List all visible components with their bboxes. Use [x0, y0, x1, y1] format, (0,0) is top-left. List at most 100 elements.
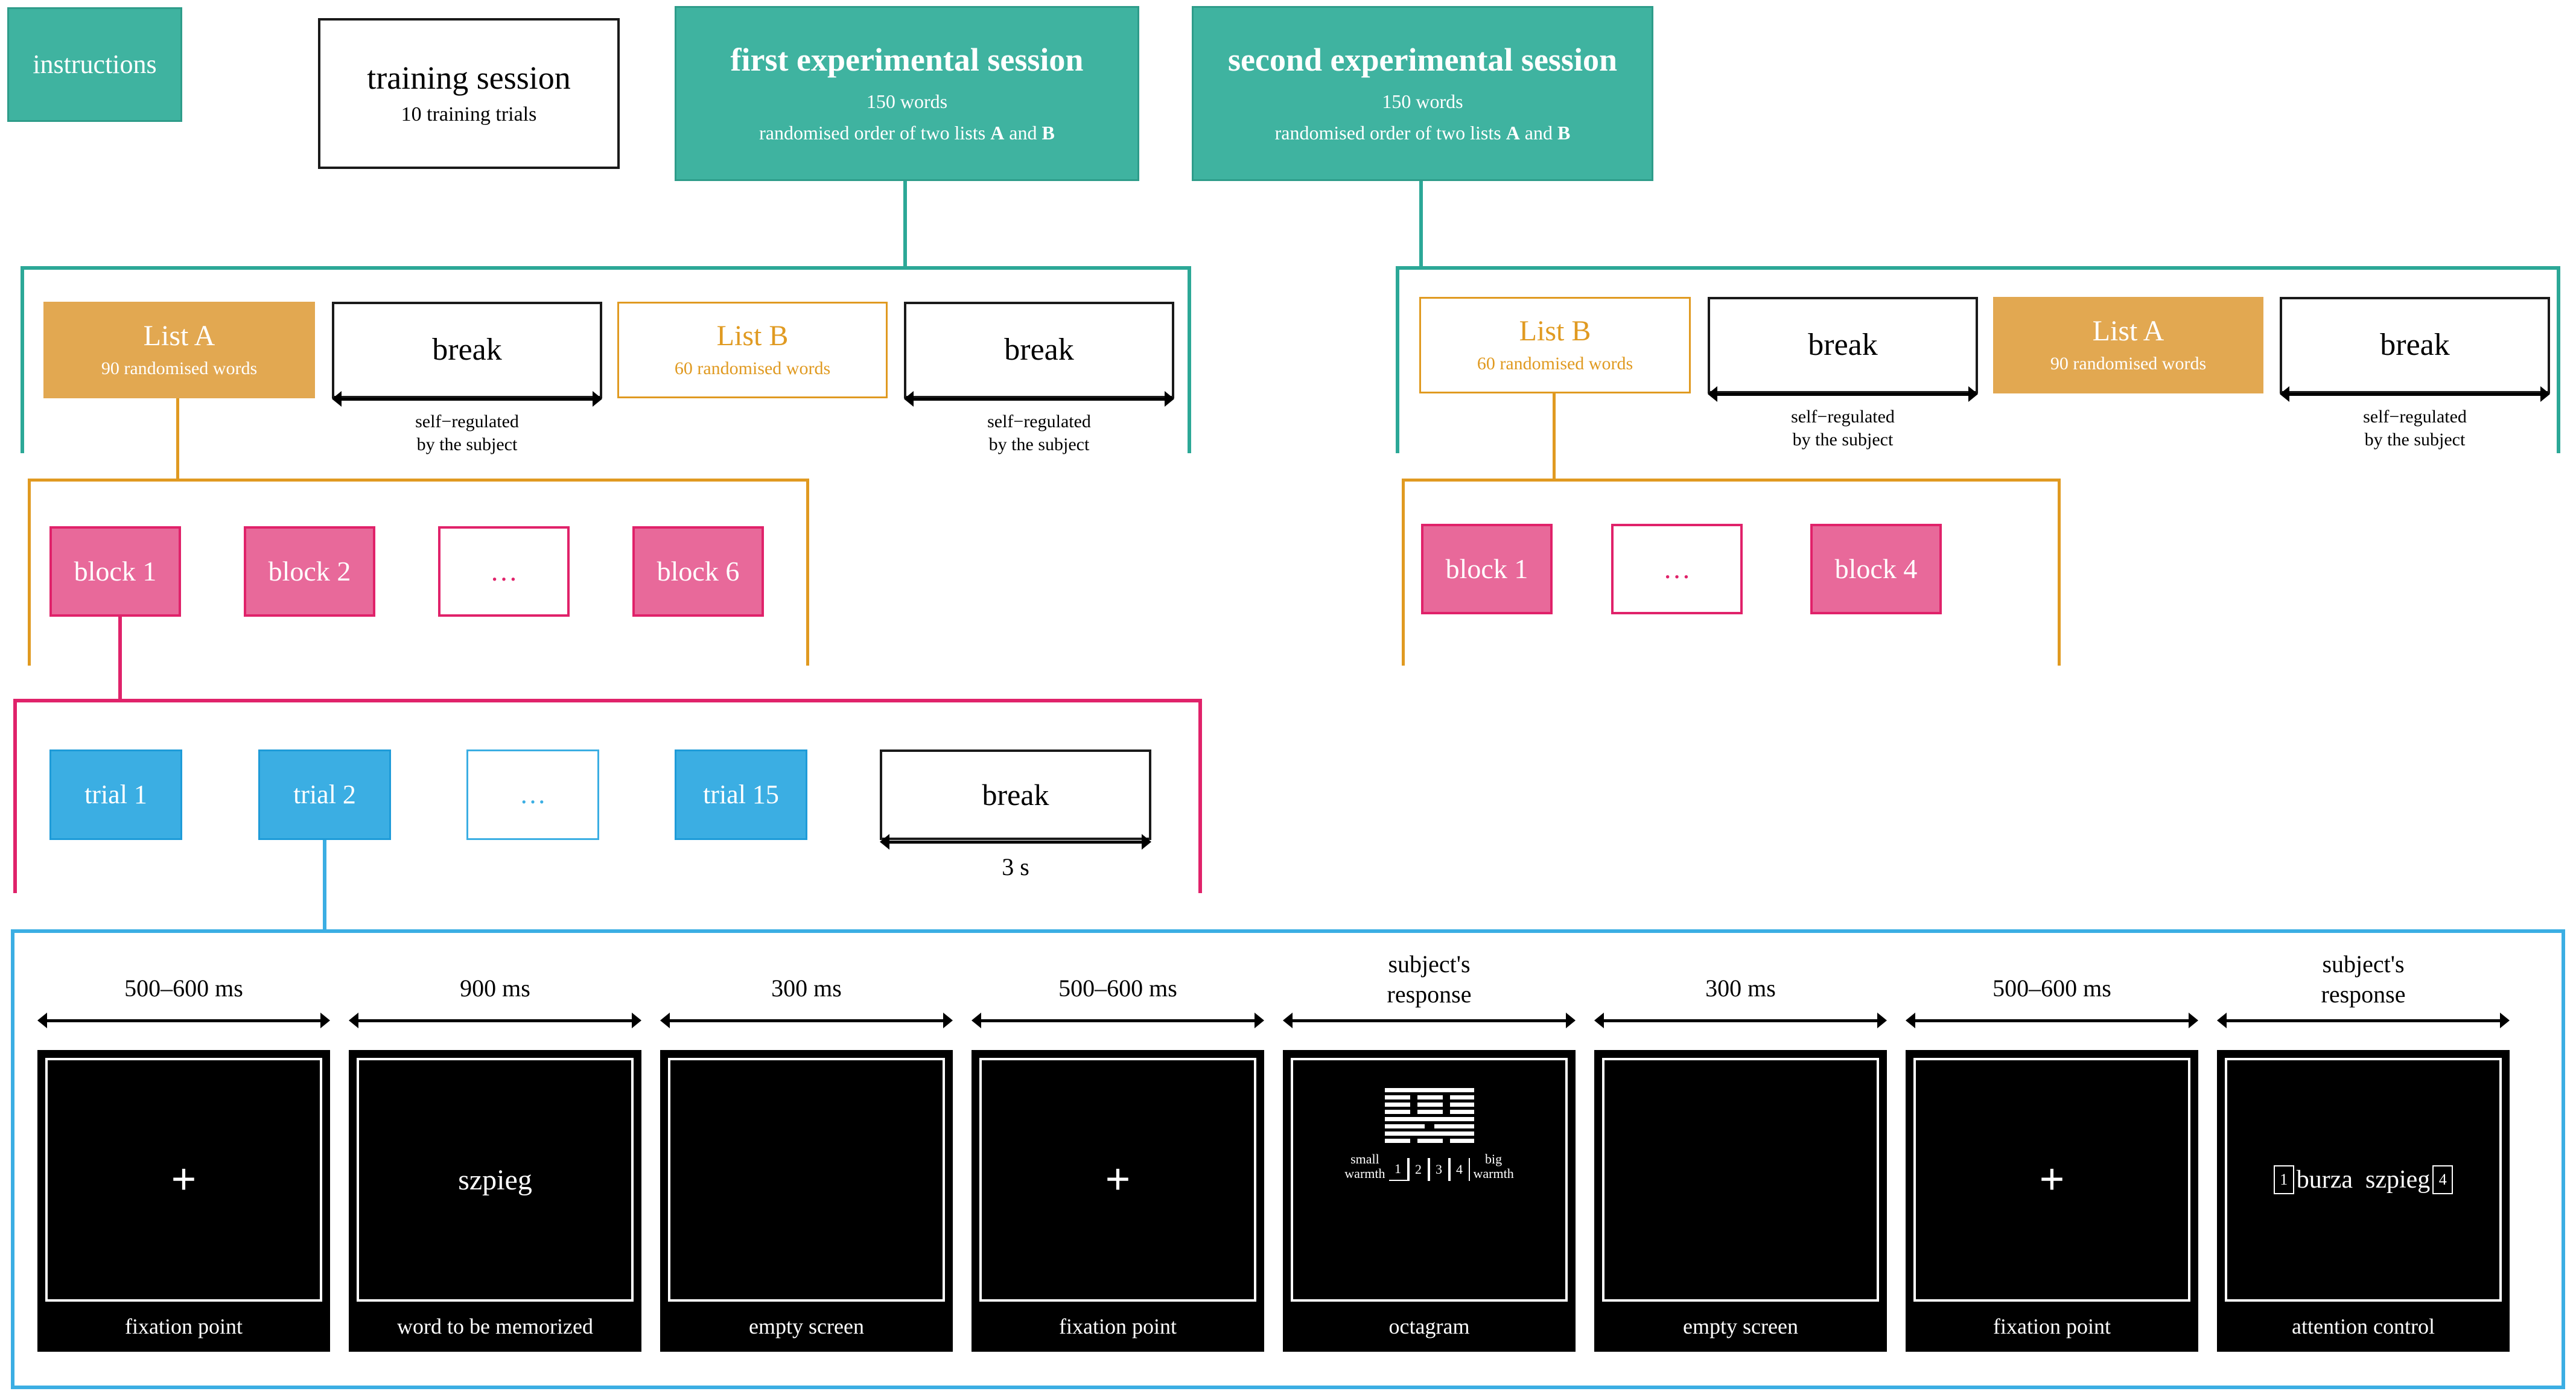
- attention-word-left: burza: [2296, 1166, 2353, 1194]
- break-right-1-label: break: [1808, 327, 1878, 362]
- octagram-bar: [1449, 1095, 1474, 1099]
- attention-left-digit[interactable]: 1: [2273, 1165, 2294, 1194]
- break-right-2-box[interactable]: break: [2280, 297, 2550, 393]
- trial-break-arrow: [880, 834, 1151, 850]
- step-2-duration-arrow: [349, 1013, 641, 1028]
- list-a-right-box[interactable]: List A 90 randomised words: [1993, 297, 2263, 393]
- block-1-right-box[interactable]: block 1: [1421, 524, 1553, 614]
- step-8-duration-l1: subject's: [2322, 950, 2405, 978]
- octagram-bar: [1384, 1103, 1410, 1107]
- second-session-words: 150 words: [1382, 91, 1463, 113]
- step-5-duration-l2: response: [1387, 981, 1472, 1008]
- step-5-duration-arrow: [1283, 1013, 1576, 1028]
- octagram-bar: [1384, 1139, 1410, 1143]
- list-b-right-detail: 60 randomised words: [1477, 354, 1633, 374]
- second-session-box[interactable]: second experimental session 150 words ra…: [1192, 6, 1653, 181]
- scale-left-l2: warmth: [1344, 1166, 1385, 1182]
- trial-2-label: trial 2: [293, 780, 356, 810]
- list-a-right-label: List A: [2092, 315, 2164, 348]
- first-session-label: first experimental session: [730, 42, 1084, 78]
- step-2-caption: word to be memorized: [397, 1314, 593, 1338]
- step-6-duration-arrow: [1594, 1013, 1887, 1028]
- block-ellipsis-right-label: …: [1663, 553, 1691, 585]
- fixation-cross-icon: +: [1105, 1155, 1131, 1204]
- scale-digit-3[interactable]: 3: [1428, 1158, 1449, 1182]
- trial-ellipsis-box[interactable]: …: [466, 749, 599, 840]
- fixation-cross-icon: +: [171, 1155, 197, 1204]
- break-right-2-note: self−regulated by the subject: [2280, 406, 2550, 451]
- step-6-screen[interactable]: empty screen: [1594, 1050, 1887, 1352]
- trial-15-box[interactable]: trial 15: [675, 749, 807, 840]
- first-session-box[interactable]: first experimental session 150 words ran…: [675, 6, 1139, 181]
- list-a-left-box[interactable]: List A 90 randomised words: [43, 302, 315, 398]
- trial-frame: [13, 699, 1202, 893]
- block-4-right-box[interactable]: block 4: [1810, 524, 1942, 614]
- block-6-left-box[interactable]: block 6: [632, 526, 764, 617]
- rand-mid-1: and: [1004, 122, 1042, 144]
- octagram-bar: [1434, 1124, 1474, 1128]
- step-1-screen[interactable]: +fixation point: [37, 1050, 330, 1352]
- first-session-randomisation: randomised order of two lists A and B: [759, 122, 1055, 145]
- list-b-left-box[interactable]: List B 60 randomised words: [617, 302, 888, 398]
- break-left-2-box[interactable]: break: [904, 302, 1174, 398]
- step-6-caption: empty screen: [1683, 1314, 1798, 1338]
- step-3-duration-arrow: [660, 1013, 953, 1028]
- step-2-display: szpieg: [357, 1058, 634, 1302]
- step-8-duration-l2: response: [2321, 981, 2406, 1008]
- step-1-display: +: [45, 1058, 322, 1302]
- step-4-screen[interactable]: +fixation point: [972, 1050, 1264, 1352]
- scale-digit-2[interactable]: 2: [1408, 1158, 1429, 1182]
- step-8-duration: subject's response: [2217, 949, 2510, 1010]
- rand-b-1: B: [1042, 122, 1055, 144]
- left-block-frame: [28, 479, 809, 666]
- step-7-screen[interactable]: +fixation point: [1906, 1050, 2198, 1352]
- step-2-screen[interactable]: szpieg word to be memorized: [349, 1050, 641, 1352]
- scale-digit-4[interactable]: 4: [1449, 1158, 1470, 1182]
- block-1-left-box[interactable]: block 1: [49, 526, 181, 617]
- list-b-right-box[interactable]: List B 60 randomised words: [1419, 297, 1691, 393]
- break-left-2-label: break: [1004, 332, 1074, 367]
- connector-session2-down: [1419, 181, 1423, 267]
- block-6-left-label: block 6: [657, 556, 740, 587]
- second-session-label: second experimental session: [1228, 42, 1617, 78]
- block-ellipsis-left-box[interactable]: …: [438, 526, 570, 617]
- rand-a-1: A: [990, 122, 1005, 144]
- scale-digit-1[interactable]: 1: [1388, 1158, 1408, 1182]
- break-right-1-note-l1: self−regulated: [1791, 407, 1895, 427]
- list-a-left-label: List A: [143, 320, 215, 352]
- break-right-1-arrow: [1708, 386, 1978, 402]
- break-left-1-box[interactable]: break: [332, 302, 602, 398]
- trial-1-box[interactable]: trial 1: [49, 749, 182, 840]
- step-7-caption: fixation point: [1993, 1314, 2111, 1338]
- instructions-box[interactable]: instructions: [7, 7, 182, 122]
- first-session-words: 150 words: [866, 91, 948, 113]
- trial-2-box[interactable]: trial 2: [258, 749, 391, 840]
- memorized-word: szpieg: [458, 1163, 532, 1196]
- block-ellipsis-right-box[interactable]: …: [1611, 524, 1743, 614]
- trial-break-box[interactable]: break: [880, 749, 1151, 840]
- connector-list-a-left-down: [176, 398, 179, 480]
- training-session-detail: 10 training trials: [401, 103, 537, 126]
- attention-right-digit[interactable]: 4: [2432, 1165, 2454, 1194]
- trial-ellipsis-label: …: [520, 780, 546, 810]
- step-3-screen[interactable]: empty screen: [660, 1050, 953, 1352]
- octagram-bar: [1384, 1124, 1425, 1128]
- break-right-2-label: break: [2380, 327, 2450, 362]
- octagram-bar: [1384, 1095, 1410, 1099]
- block-2-left-box[interactable]: block 2: [244, 526, 375, 617]
- training-session-box[interactable]: training session 10 training trials: [318, 18, 620, 169]
- scale-right-l1: big: [1485, 1151, 1503, 1166]
- break-right-1-box[interactable]: break: [1708, 297, 1978, 393]
- trial-15-label: trial 15: [703, 780, 779, 810]
- block-4-right-label: block 4: [1834, 553, 1918, 585]
- step-1-duration: 500–600 ms: [124, 975, 243, 1002]
